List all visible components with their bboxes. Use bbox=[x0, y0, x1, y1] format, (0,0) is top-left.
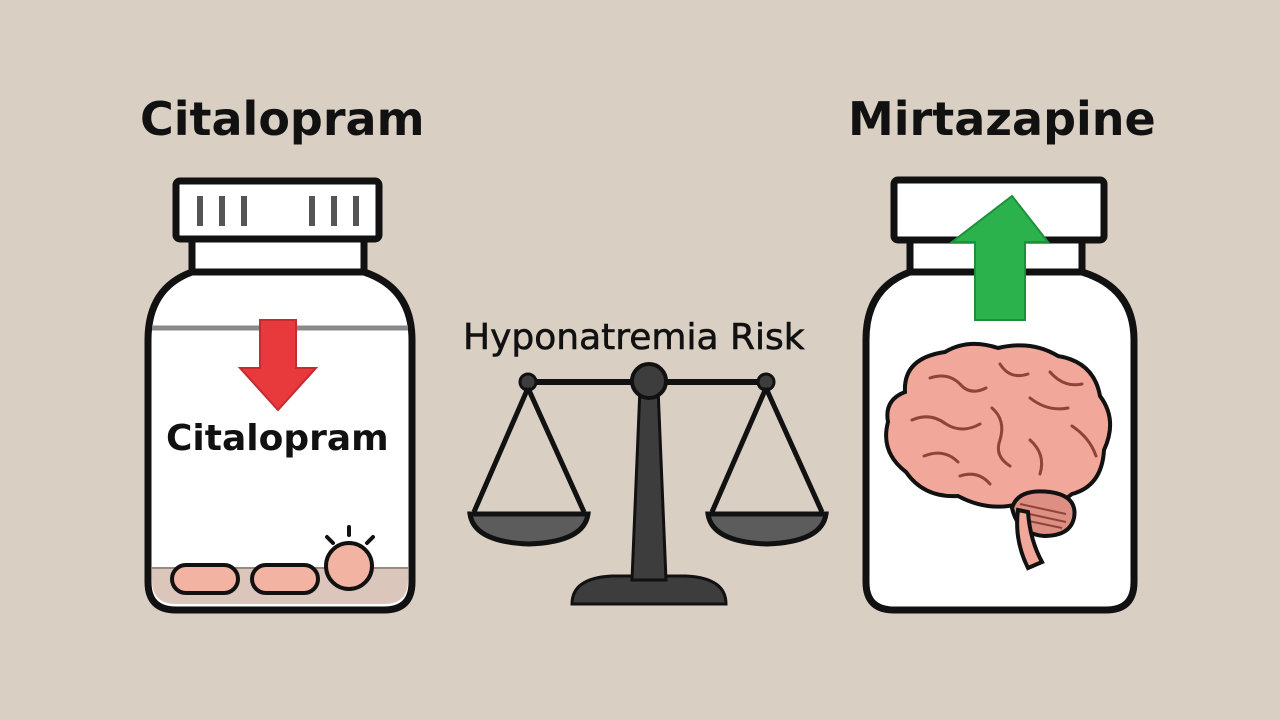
scale-base bbox=[570, 574, 728, 606]
pill bbox=[170, 563, 240, 595]
sparkle-icon bbox=[325, 525, 375, 545]
scale-right-string bbox=[763, 386, 825, 514]
brain-icon bbox=[884, 341, 1112, 571]
down-arrow-icon bbox=[237, 319, 319, 412]
scale-pivot bbox=[630, 362, 668, 400]
left-bottle-label: Citalopram bbox=[166, 418, 389, 459]
scale-right-pan bbox=[705, 511, 829, 547]
pill bbox=[250, 563, 320, 595]
scale-left-joint bbox=[518, 372, 538, 392]
left-bottle-cap bbox=[172, 177, 383, 243]
scale-right-joint bbox=[756, 372, 776, 392]
brain-stem bbox=[1015, 507, 1045, 571]
brain-folds bbox=[910, 362, 1098, 486]
right-drug-title: Mirtazapine bbox=[848, 92, 1156, 146]
balance-scale-icon bbox=[467, 362, 829, 606]
cerebrum bbox=[884, 341, 1112, 509]
cap-ridges-icon bbox=[197, 196, 359, 226]
scale-left-string bbox=[525, 386, 587, 514]
center-label: Hyponatremia Risk bbox=[463, 317, 805, 358]
round-pill bbox=[324, 541, 374, 591]
pills-icon bbox=[170, 525, 375, 595]
left-pill-bottle bbox=[144, 177, 416, 614]
scale-left-pan bbox=[467, 511, 591, 547]
left-bottle-body bbox=[144, 268, 416, 614]
right-pill-bottle bbox=[862, 176, 1138, 614]
up-arrow-icon bbox=[949, 194, 1051, 321]
left-drug-title: Citalopram bbox=[140, 92, 425, 146]
left-bottle-neck bbox=[188, 234, 368, 278]
scale-left-string bbox=[471, 387, 531, 513]
scale-right-string bbox=[709, 387, 769, 513]
